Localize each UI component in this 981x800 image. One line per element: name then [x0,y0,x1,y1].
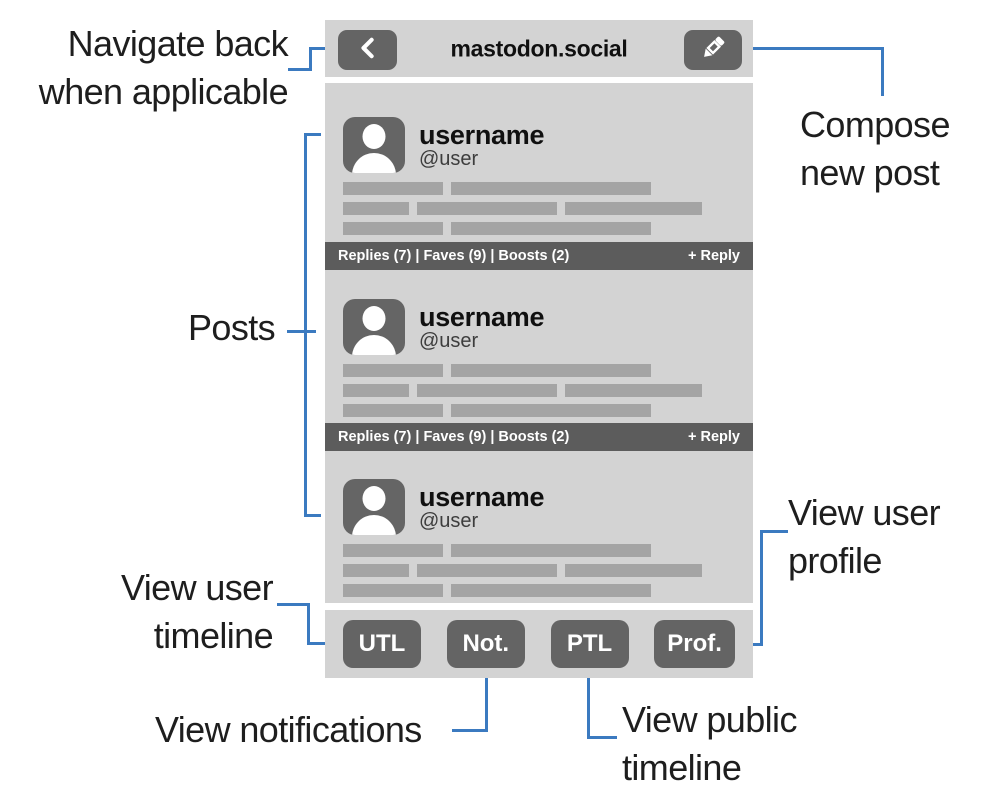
connector-posts-bracket [287,330,316,333]
connector-posts-bracket [304,514,321,517]
annotation-navigate-back: Navigate back when applicable [38,20,289,116]
nav-button-notifications[interactable]: Not. [446,620,525,668]
avatar-person-icon [362,124,386,149]
title-bar: mastodon.social [325,20,753,77]
connector-user-profile [760,530,763,646]
nav-button-profile[interactable]: Prof. [654,620,735,668]
connector-notifications [485,672,488,732]
avatar-person-icon [352,153,396,173]
post-username: username [419,301,545,332]
annotation-posts: Posts [188,304,276,352]
post-stats-summary: Replies (7) | Faves (9) | Boosts (2) [338,248,570,264]
nav-button-user-timeline[interactable]: UTL [343,620,421,668]
post-text-placeholder [325,564,753,577]
post[interactable]: username @user [325,299,753,417]
post[interactable]: username @user [325,117,753,235]
annotation-line: View public [622,699,797,740]
post-text-placeholder [325,364,753,377]
avatar-person-icon [352,515,396,535]
connector-compose [742,47,884,50]
avatar[interactable] [343,117,405,173]
post-stats-bar: Replies (7) | Faves (9) | Boosts (2) + R… [325,242,753,270]
post-text-placeholder [325,182,753,195]
annotation-line: Navigate back [67,23,289,64]
post-header: username @user [325,299,753,355]
connector-public-timeline [587,672,590,739]
connector-posts-bracket [304,133,307,517]
compose-button[interactable] [684,30,742,70]
post-username: username [419,119,545,150]
avatar-person-icon [352,335,396,355]
annotation-view-notifications: View notifications [155,706,422,754]
avatar-person-icon [362,306,386,331]
post-header: username @user [325,479,753,535]
annotation-line: timeline [622,747,742,788]
post[interactable]: username @user [325,479,753,597]
post-username: username [419,481,545,512]
annotation-line: new post [800,152,940,193]
annotation-line: Compose [800,104,950,145]
connector-user-profile [760,530,788,533]
reply-button[interactable]: + Reply [688,248,740,264]
post-header: username @user [325,117,753,173]
back-button[interactable] [338,30,397,70]
connector-navigate-back [288,68,312,71]
connector-navigate-back [309,47,338,50]
annotation-line: profile [788,540,882,581]
connector-user-timeline [277,603,310,606]
avatar-person-icon [362,486,386,511]
post-text-placeholder [325,404,753,417]
annotation-line: View user [120,567,274,608]
post-handle: @user [419,329,479,352]
post-stats-summary: Replies (7) | Faves (9) | Boosts (2) [338,429,570,445]
post-stats-bar: Replies (7) | Faves (9) | Boosts (2) + R… [325,423,753,451]
annotation-view-user-timeline: View user timeline [120,564,274,660]
post-handle: @user [419,509,479,532]
pencil-icon [698,33,728,68]
timeline-panel: username @user Replies (7) | Faves (9) |… [325,83,753,603]
post-text-placeholder [325,584,753,597]
post-text-placeholder [325,384,753,397]
connector-posts-bracket [304,133,321,136]
post-text-placeholder [325,544,753,557]
avatar[interactable] [343,479,405,535]
post-text-placeholder [325,202,753,215]
chevron-left-icon [358,36,378,65]
connector-user-timeline [307,603,310,645]
annotation-line: timeline [153,615,274,656]
annotation-line: View notifications [155,709,422,750]
connector-compose [881,47,884,96]
reply-button[interactable]: + Reply [688,429,740,445]
annotation-line: Posts [188,307,276,348]
nav-button-public-timeline[interactable]: PTL [550,620,629,668]
annotation-line: View user [788,492,941,533]
annotation-line: when applicable [38,71,289,112]
post-text-placeholder [325,222,753,235]
bottom-nav-bar: UTL Not. PTL Prof. [325,610,753,678]
annotation-view-user-profile: View user profile [788,489,941,585]
connector-navigate-back [309,47,312,71]
avatar[interactable] [343,299,405,355]
connector-notifications [452,729,488,732]
annotation-view-public-timeline: View public timeline [622,696,797,792]
post-handle: @user [419,147,479,170]
connector-public-timeline [587,736,617,739]
instance-title: mastodon.social [450,35,628,61]
annotation-compose-new-post: Compose new post [800,101,950,197]
